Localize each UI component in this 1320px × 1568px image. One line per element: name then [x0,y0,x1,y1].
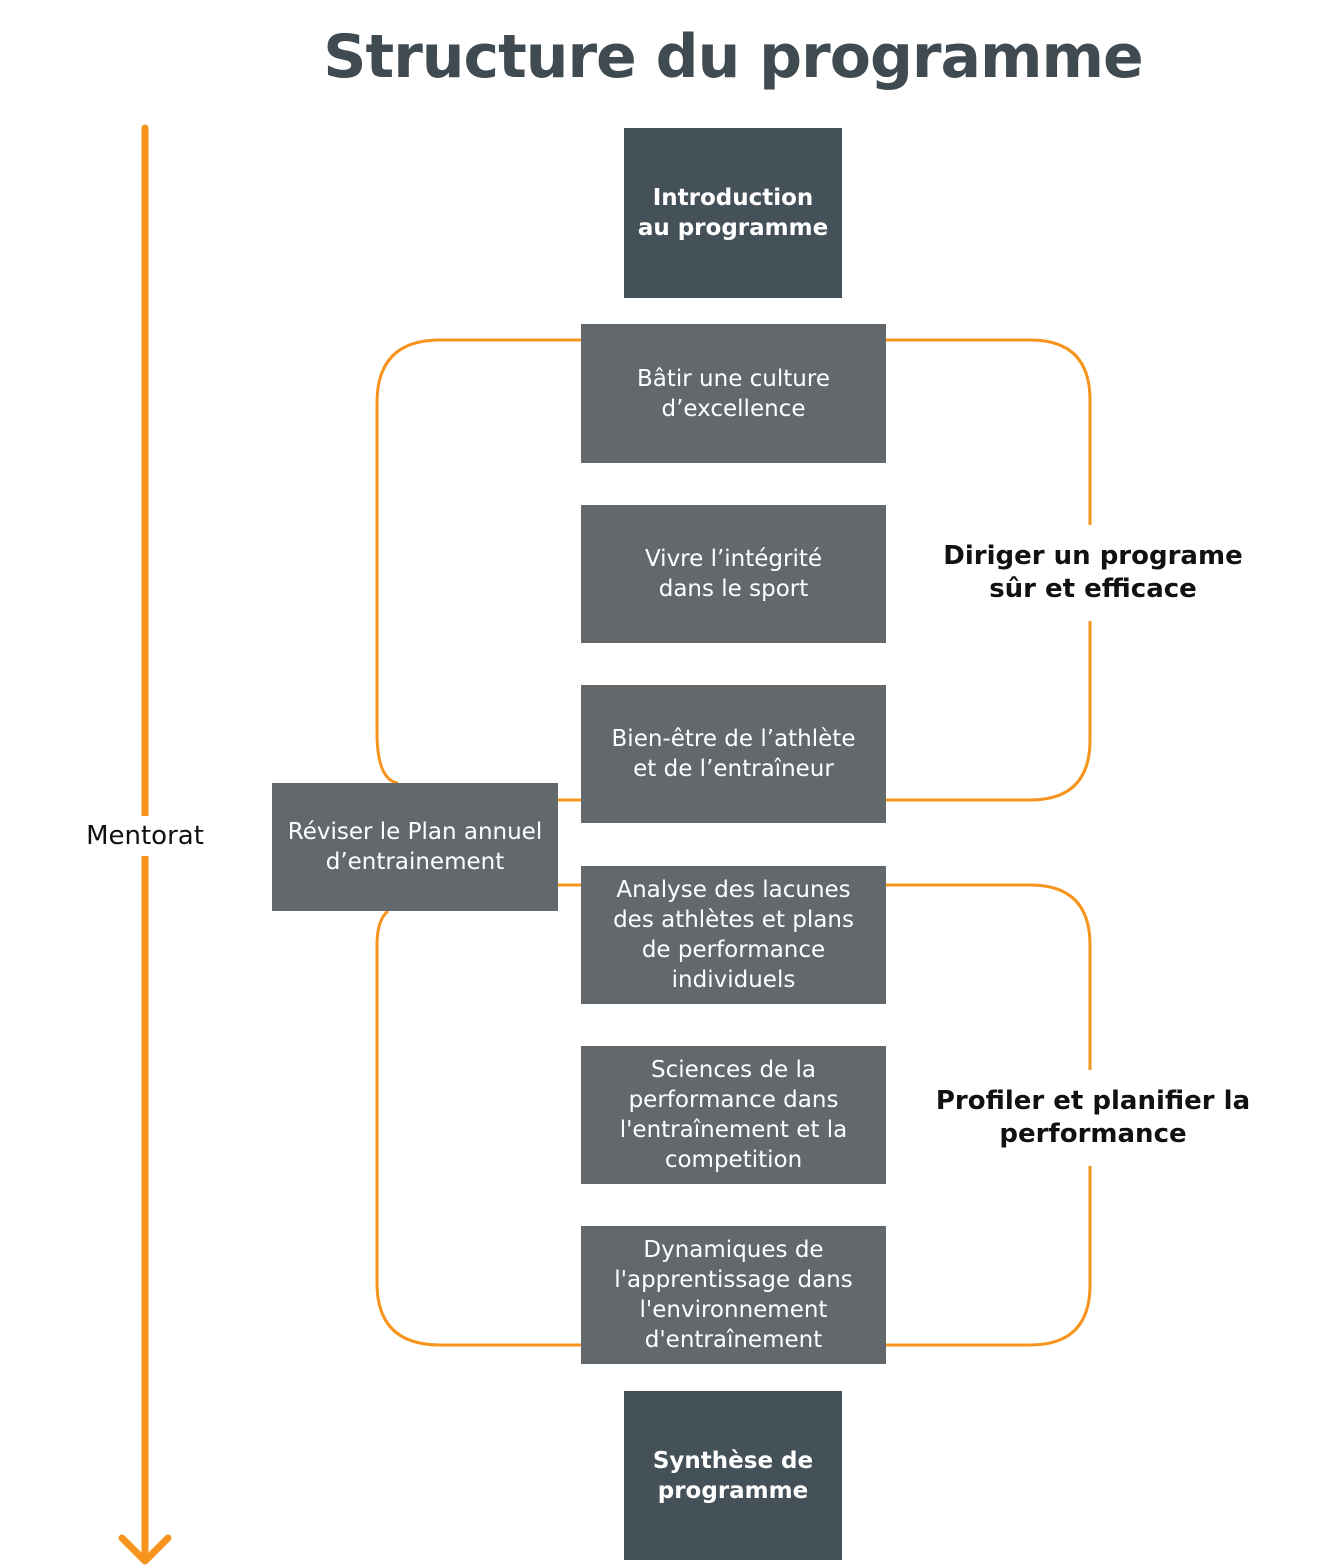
module-label: Bâtir une culture d’excellence [637,365,830,422]
start-module-box: Introduction au programme [624,128,842,298]
end-module-box: Synthèse de programme [624,1391,842,1560]
end-module-label: Synthèse de programme [652,1447,814,1504]
side-module-box: Réviser le Plan annuel d’entrainement [272,783,558,911]
timeline-arrow-head [118,1534,172,1565]
module-box: Sciences de la performance dans l'entraî… [581,1046,886,1184]
group-label: Profiler et planifier la performance [920,1070,1266,1166]
page-title: Structure du programme [323,22,1143,92]
module-label: Sciences de la performance dans l'entraî… [619,1057,848,1173]
module-label: Analyse des lacunes des athlètes et plan… [613,877,854,993]
group-2-loop-left [375,909,582,1347]
timeline-label: Mentorat [70,816,220,856]
module-label: Vivre l’intégrité dans le sport [644,546,823,602]
group-label: Diriger un programe sûr et efficace [935,525,1251,621]
module-label: Bien-être de l’athlète et de l’entraîneu… [611,726,856,782]
module-label: Dynamiques de l'apprentissage dans l'env… [614,1237,853,1353]
group-1-loop-left [375,338,582,785]
module-box: Bien-être de l’athlète et de l’entraîneu… [581,685,886,823]
module-box: Dynamiques de l'apprentissage dans l'env… [581,1226,886,1364]
module-box: Vivre l’intégrité dans le sport [581,505,886,643]
module-box: Bâtir une culture d’excellence [581,324,886,463]
start-module-label: Introduction au programme [637,185,829,241]
side-module-label: Réviser le Plan annuel d’entrainement [287,819,543,875]
module-box: Analyse des lacunes des athlètes et plan… [581,866,886,1004]
